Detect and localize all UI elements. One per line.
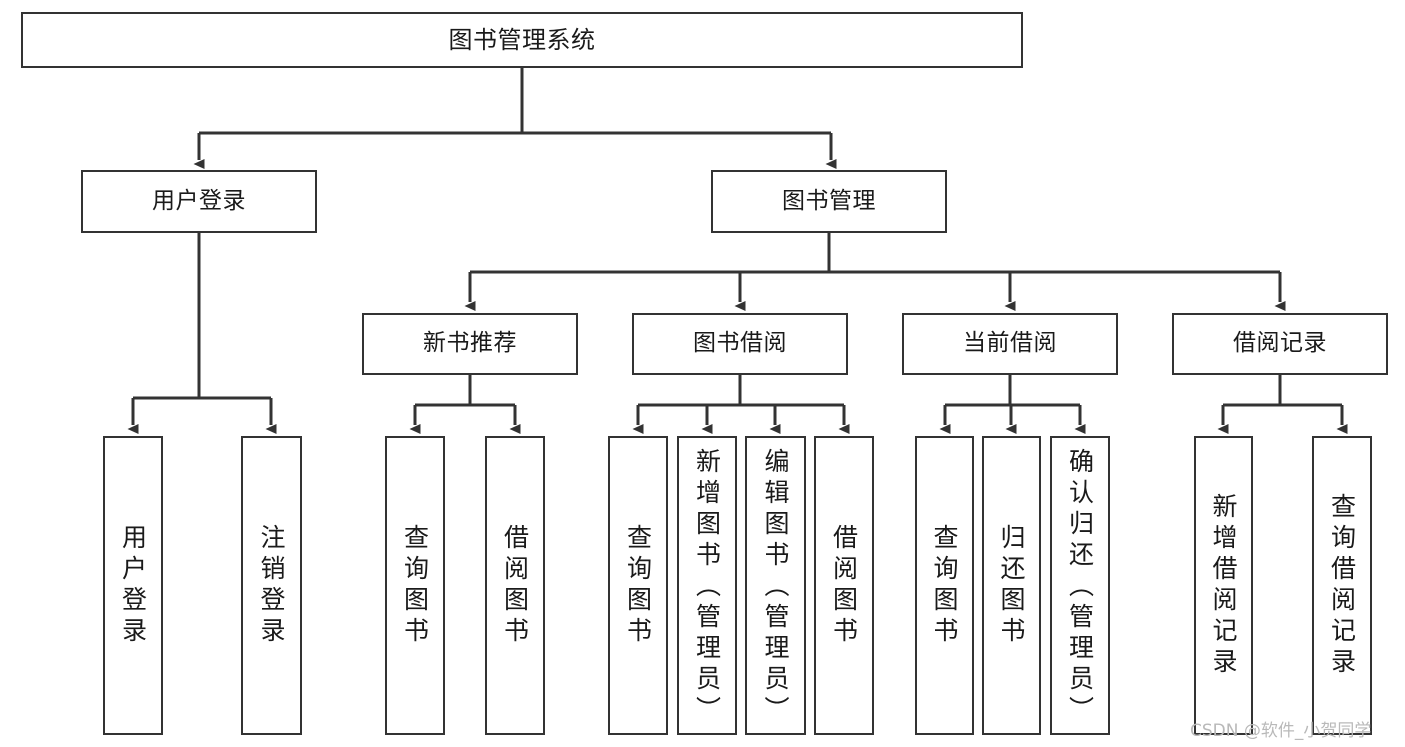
- leaf-borrow-book-1[interactable]: 借阅图书: [485, 436, 545, 735]
- leaf-add-record-label: 新增借阅记录: [1209, 492, 1238, 679]
- leaf-borrow-book-2[interactable]: 借阅图书: [814, 436, 874, 735]
- node-user-login-label: 用户登录: [152, 187, 246, 214]
- node-book-borrow[interactable]: 图书借阅: [632, 313, 848, 375]
- leaf-query-book-3-label: 查询图书: [930, 523, 959, 648]
- node-root[interactable]: 图书管理系统: [21, 12, 1023, 68]
- node-borrow-record[interactable]: 借阅记录: [1172, 313, 1388, 375]
- leaf-add-record[interactable]: 新增借阅记录: [1194, 436, 1253, 735]
- leaf-confirm-return[interactable]: 确认归还（管理员）: [1050, 436, 1110, 735]
- leaf-query-book-2-label: 查询图书: [623, 523, 653, 648]
- leaf-logout-login[interactable]: 注销登录: [241, 436, 302, 735]
- node-root-label: 图书管理系统: [448, 25, 596, 54]
- leaf-confirm-return-label: 确认归还（管理员）: [1065, 448, 1095, 727]
- leaf-query-record[interactable]: 查询借阅记录: [1312, 436, 1372, 735]
- leaf-add-book[interactable]: 新增图书（管理员）: [677, 436, 737, 735]
- leaf-borrow-book-2-label: 借阅图书: [829, 523, 859, 648]
- node-current-borrow[interactable]: 当前借阅: [902, 313, 1118, 375]
- node-new-book-rec[interactable]: 新书推荐: [362, 313, 578, 375]
- leaf-edit-book-label: 编辑图书（管理员）: [761, 448, 790, 727]
- node-book-manage-label: 图书管理: [782, 187, 876, 214]
- leaf-logout-login-label: 注销登录: [257, 523, 286, 648]
- leaf-add-book-label: 新增图书（管理员）: [692, 448, 722, 727]
- leaf-query-book-3[interactable]: 查询图书: [915, 436, 974, 735]
- node-current-borrow-label: 当前借阅: [963, 330, 1057, 357]
- node-book-manage[interactable]: 图书管理: [711, 170, 947, 233]
- leaf-query-book-1[interactable]: 查询图书: [385, 436, 445, 735]
- node-borrow-record-label: 借阅记录: [1233, 330, 1327, 357]
- leaf-return-book-label: 归还图书: [997, 523, 1026, 648]
- leaf-query-record-label: 查询借阅记录: [1327, 492, 1357, 679]
- watermark: CSDN @软件_小贺同学: [1190, 721, 1372, 741]
- leaf-edit-book[interactable]: 编辑图书（管理员）: [745, 436, 806, 735]
- leaf-user-login-label: 用户登录: [118, 523, 148, 648]
- node-new-book-rec-label: 新书推荐: [423, 330, 517, 357]
- node-book-borrow-label: 图书借阅: [693, 330, 787, 357]
- leaf-query-book-2[interactable]: 查询图书: [608, 436, 668, 735]
- node-user-login[interactable]: 用户登录: [81, 170, 317, 233]
- leaf-user-login[interactable]: 用户登录: [103, 436, 163, 735]
- leaf-return-book[interactable]: 归还图书: [982, 436, 1041, 735]
- leaf-query-book-1-label: 查询图书: [400, 523, 430, 648]
- leaf-borrow-book-1-label: 借阅图书: [500, 523, 530, 648]
